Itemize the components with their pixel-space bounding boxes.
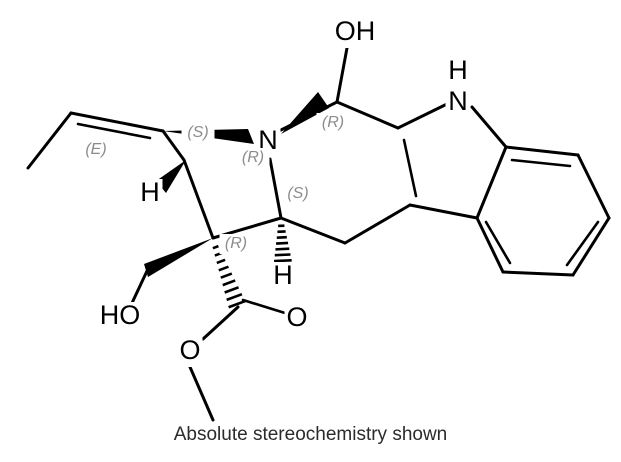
stereo-hash-quat-to-ester (212, 244, 246, 309)
atom-label-h-wedge-left: H (140, 177, 160, 207)
bond-ch2-to-indole-c3 (343, 203, 412, 245)
stereo-wedge-h-left (156, 160, 186, 193)
stereo-label-backdrop-stereo-r-top (316, 113, 350, 133)
stereo-label-stereo-r-n: (R) (242, 149, 264, 166)
bond-ch-s-to-ch2 (279, 216, 347, 245)
bond-ethylidene-main (69, 111, 165, 133)
figure-caption: Absolute stereochemistry shown (173, 424, 448, 445)
atom-label-backdrop-h-wedge-left (137, 179, 163, 209)
bond-ethyl-ch3-to-ch (26, 111, 73, 170)
stereo-label-stereo-e: (E) (85, 141, 106, 158)
double-bond-benz-dbl-right (565, 220, 600, 267)
atom-label-backdrop-ester-o-single (177, 337, 203, 367)
bond-benz-c6-c5 (571, 216, 611, 277)
double-bond-ester-co-dbl (241, 298, 287, 315)
atom-label-h-hash-center: H (273, 260, 293, 290)
atom-label-bridge-n: N (258, 125, 278, 155)
stereo-label-backdrop-stereo-s-mid (281, 184, 315, 204)
bond-ring-c-to-s (161, 129, 186, 162)
bond-benz-c7a-c7 (504, 145, 580, 157)
bond-rtop-to-oh (335, 46, 349, 104)
atom-label-backdrop-oh-top (334, 18, 376, 48)
atom-label-backdrop-ho-left (99, 302, 141, 332)
stereo-label-backdrop-stereo-r-n (236, 148, 270, 168)
stereo-wedge-n-to-rtop (281, 92, 329, 134)
bond-benz-c5-c4 (501, 270, 575, 277)
bond-c2-to-rtop (335, 100, 400, 130)
atom-label-oh-top: OH (335, 16, 376, 46)
stereo-label-backdrop-stereo-s-left (181, 123, 215, 143)
atom-label-ho-left: HO (100, 300, 141, 330)
bond-hydroxymethyl-oh (130, 269, 149, 305)
bond-benz-c4-c3a (475, 216, 505, 274)
stereo-label-stereo-s-left: (S) (187, 124, 208, 141)
atom-label-backdrop-ester-o-dbl (284, 304, 310, 334)
atom-label-indole-nh-h: H (448, 55, 468, 85)
bond-indole-c3-to-c3a (408, 203, 479, 220)
double-bond-benz-dbl-left (484, 220, 512, 265)
stereo-wedge-hydroxymethyl (144, 238, 213, 277)
bond-indole-c2-to-n (396, 102, 449, 130)
bond-benz-c3a-c7a (475, 145, 508, 220)
double-bond-ethylidene-dbl (76, 122, 152, 140)
double-bond-benz-dbl-top (510, 158, 572, 168)
bond-n-to-ch-s (268, 157, 283, 220)
bond-indole-n-to-c7a (470, 105, 508, 149)
stereo-label-backdrop-stereo-e (79, 140, 113, 160)
stereo-label-stereo-r-top: (R) (322, 114, 344, 131)
atom-label-ester-o-dbl: O (286, 302, 307, 332)
atom-label-ester-o-single: O (179, 335, 200, 365)
atom-label-backdrop-indole-nh-n (445, 88, 471, 118)
stereo-hash-ch-s-to-h (274, 224, 292, 263)
bond-benz-c7-c6 (576, 153, 611, 220)
atom-label-backdrop-indole-nh-h (445, 57, 471, 87)
stereo-label-stereo-s-mid: (S) (287, 185, 308, 202)
bond-ester-c-to-o (201, 305, 240, 341)
atom-label-backdrop-h-hash-center (270, 262, 296, 292)
hash-bond-group (212, 224, 292, 309)
bond-s-to-quat-low (182, 158, 215, 240)
double-bond-group (76, 122, 600, 315)
stereo-descriptor-group: (E) (S) (R) (R) (S) (R) (79, 113, 350, 254)
double-bond-indole-c2c3-dbl (402, 138, 418, 198)
atom-label-indole-nh-n: N (448, 86, 468, 116)
bond-ester-o-to-me (188, 365, 215, 422)
stereo-label-stereo-r-low: (R) (225, 235, 247, 252)
stereo-label-backdrop-stereo-r-low (219, 234, 253, 254)
